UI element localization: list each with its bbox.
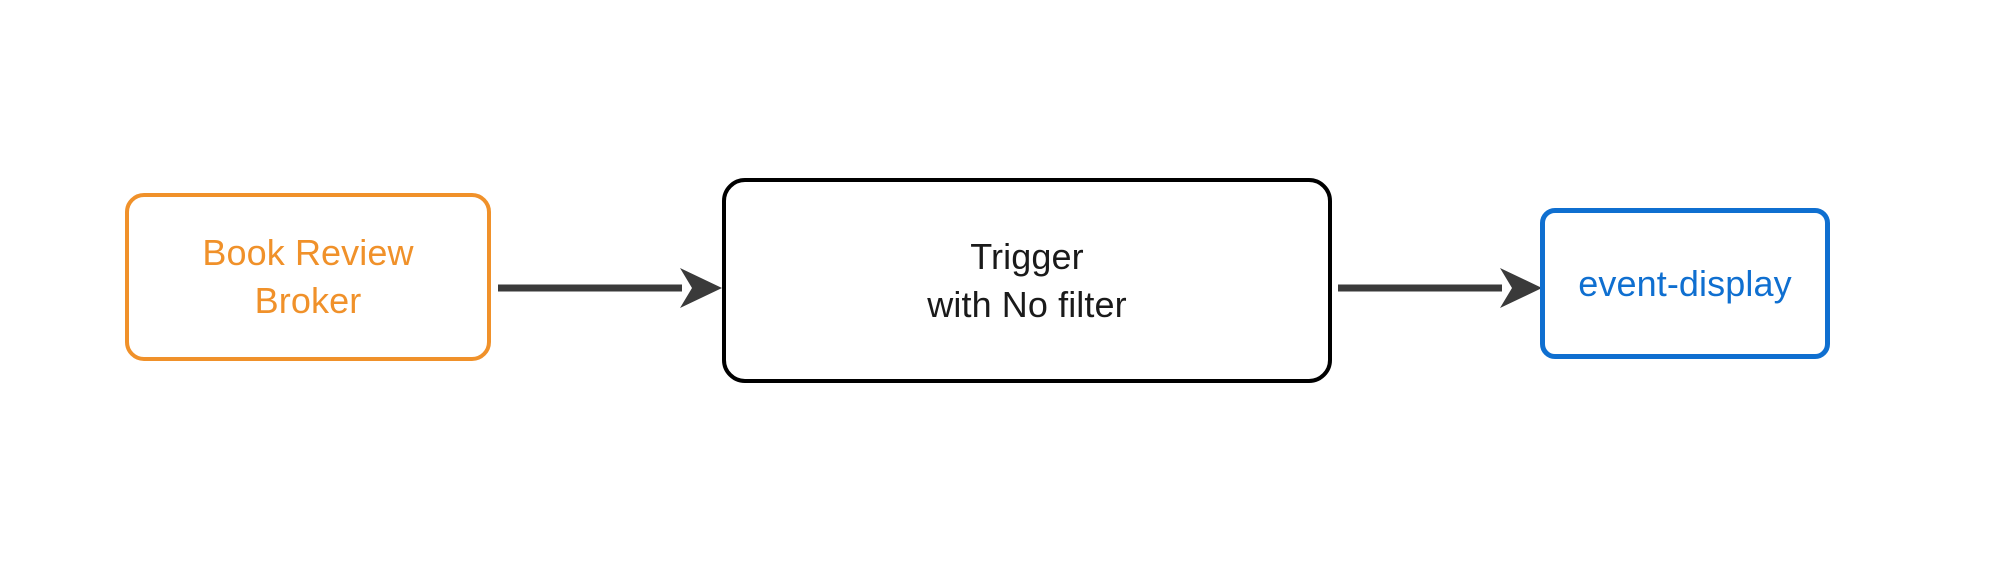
node-book-review-broker[interactable]: Book Review Broker [125,193,491,361]
node-trigger-label: Trigger with No filter [927,235,1127,325]
edge-broker-to-trigger [496,265,724,311]
node-trigger[interactable]: Trigger with No filter [722,178,1332,383]
edge-broker-to-trigger-svg [498,268,722,308]
node-event-display[interactable]: event-display [1540,208,1830,359]
arrowhead-icon [1500,268,1542,308]
edge-trigger-to-event-display-svg [1338,268,1542,308]
arrowhead-icon [680,268,722,308]
node-event-display-label: event-display [1578,262,1792,304]
node-broker-label: Book Review Broker [202,232,414,321]
edge-trigger-to-event-display [1336,265,1544,311]
